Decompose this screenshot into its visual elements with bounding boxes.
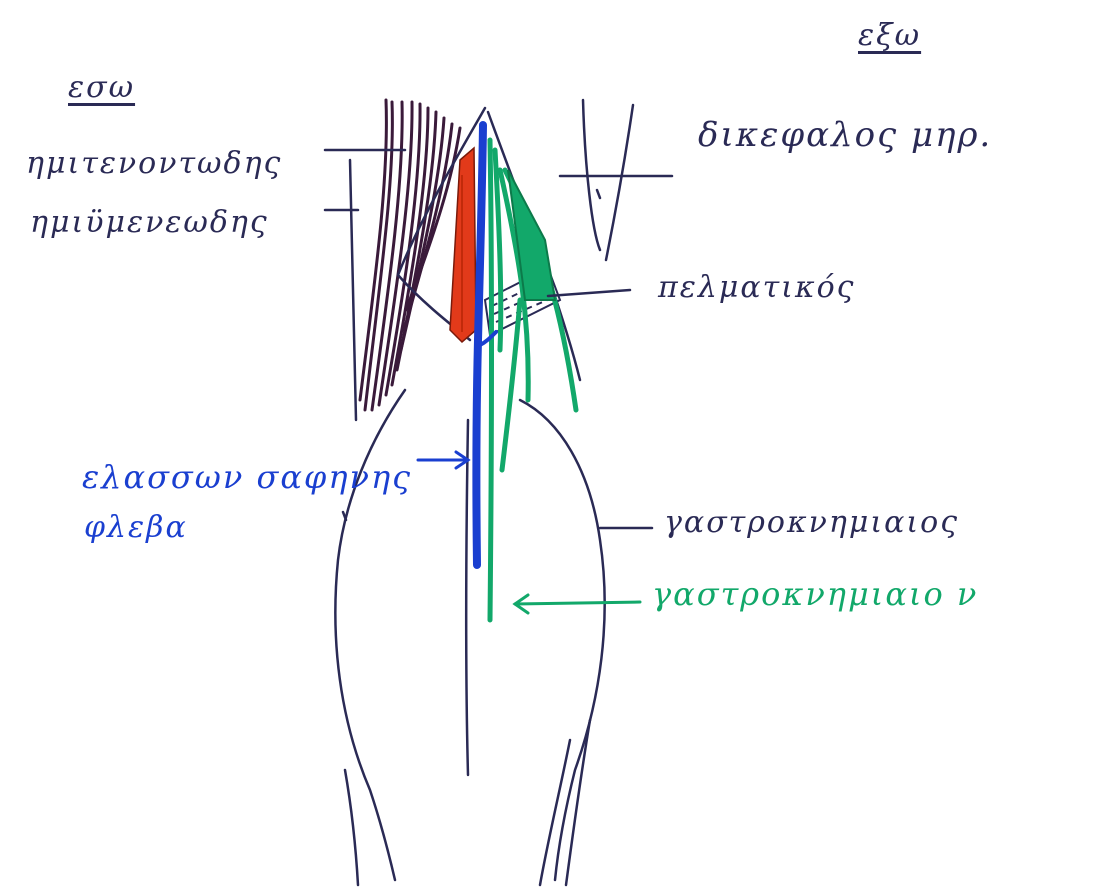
medial-hamstring-muscles <box>360 100 460 410</box>
label-small-saphenous-vein-line2: φλεβα <box>84 510 188 545</box>
label-biceps-femoris: δικεφαλος μηρ. <box>698 115 992 155</box>
vein-label-arrow <box>418 452 468 468</box>
heading-outer: εξω <box>858 18 921 53</box>
label-plantaris: πελματικός <box>658 270 855 305</box>
tibial-nerve-branches <box>490 140 576 620</box>
label-semimembranosus: ημιϋμενεωδης <box>30 205 269 240</box>
label-gastrocnemius-nerve: γαστροκνημιαιο ν <box>652 575 978 613</box>
heading-inner: εσω <box>68 70 135 105</box>
label-semitendinosus: ημιτενοντωδης <box>26 146 282 181</box>
label-gastrocnemius: γαστροκνημιαιος <box>664 505 959 540</box>
label-small-saphenous-vein: ελασσων σαφηνης <box>82 458 412 496</box>
popliteal-artery <box>450 148 476 342</box>
nerve-label-arrow <box>515 595 640 613</box>
